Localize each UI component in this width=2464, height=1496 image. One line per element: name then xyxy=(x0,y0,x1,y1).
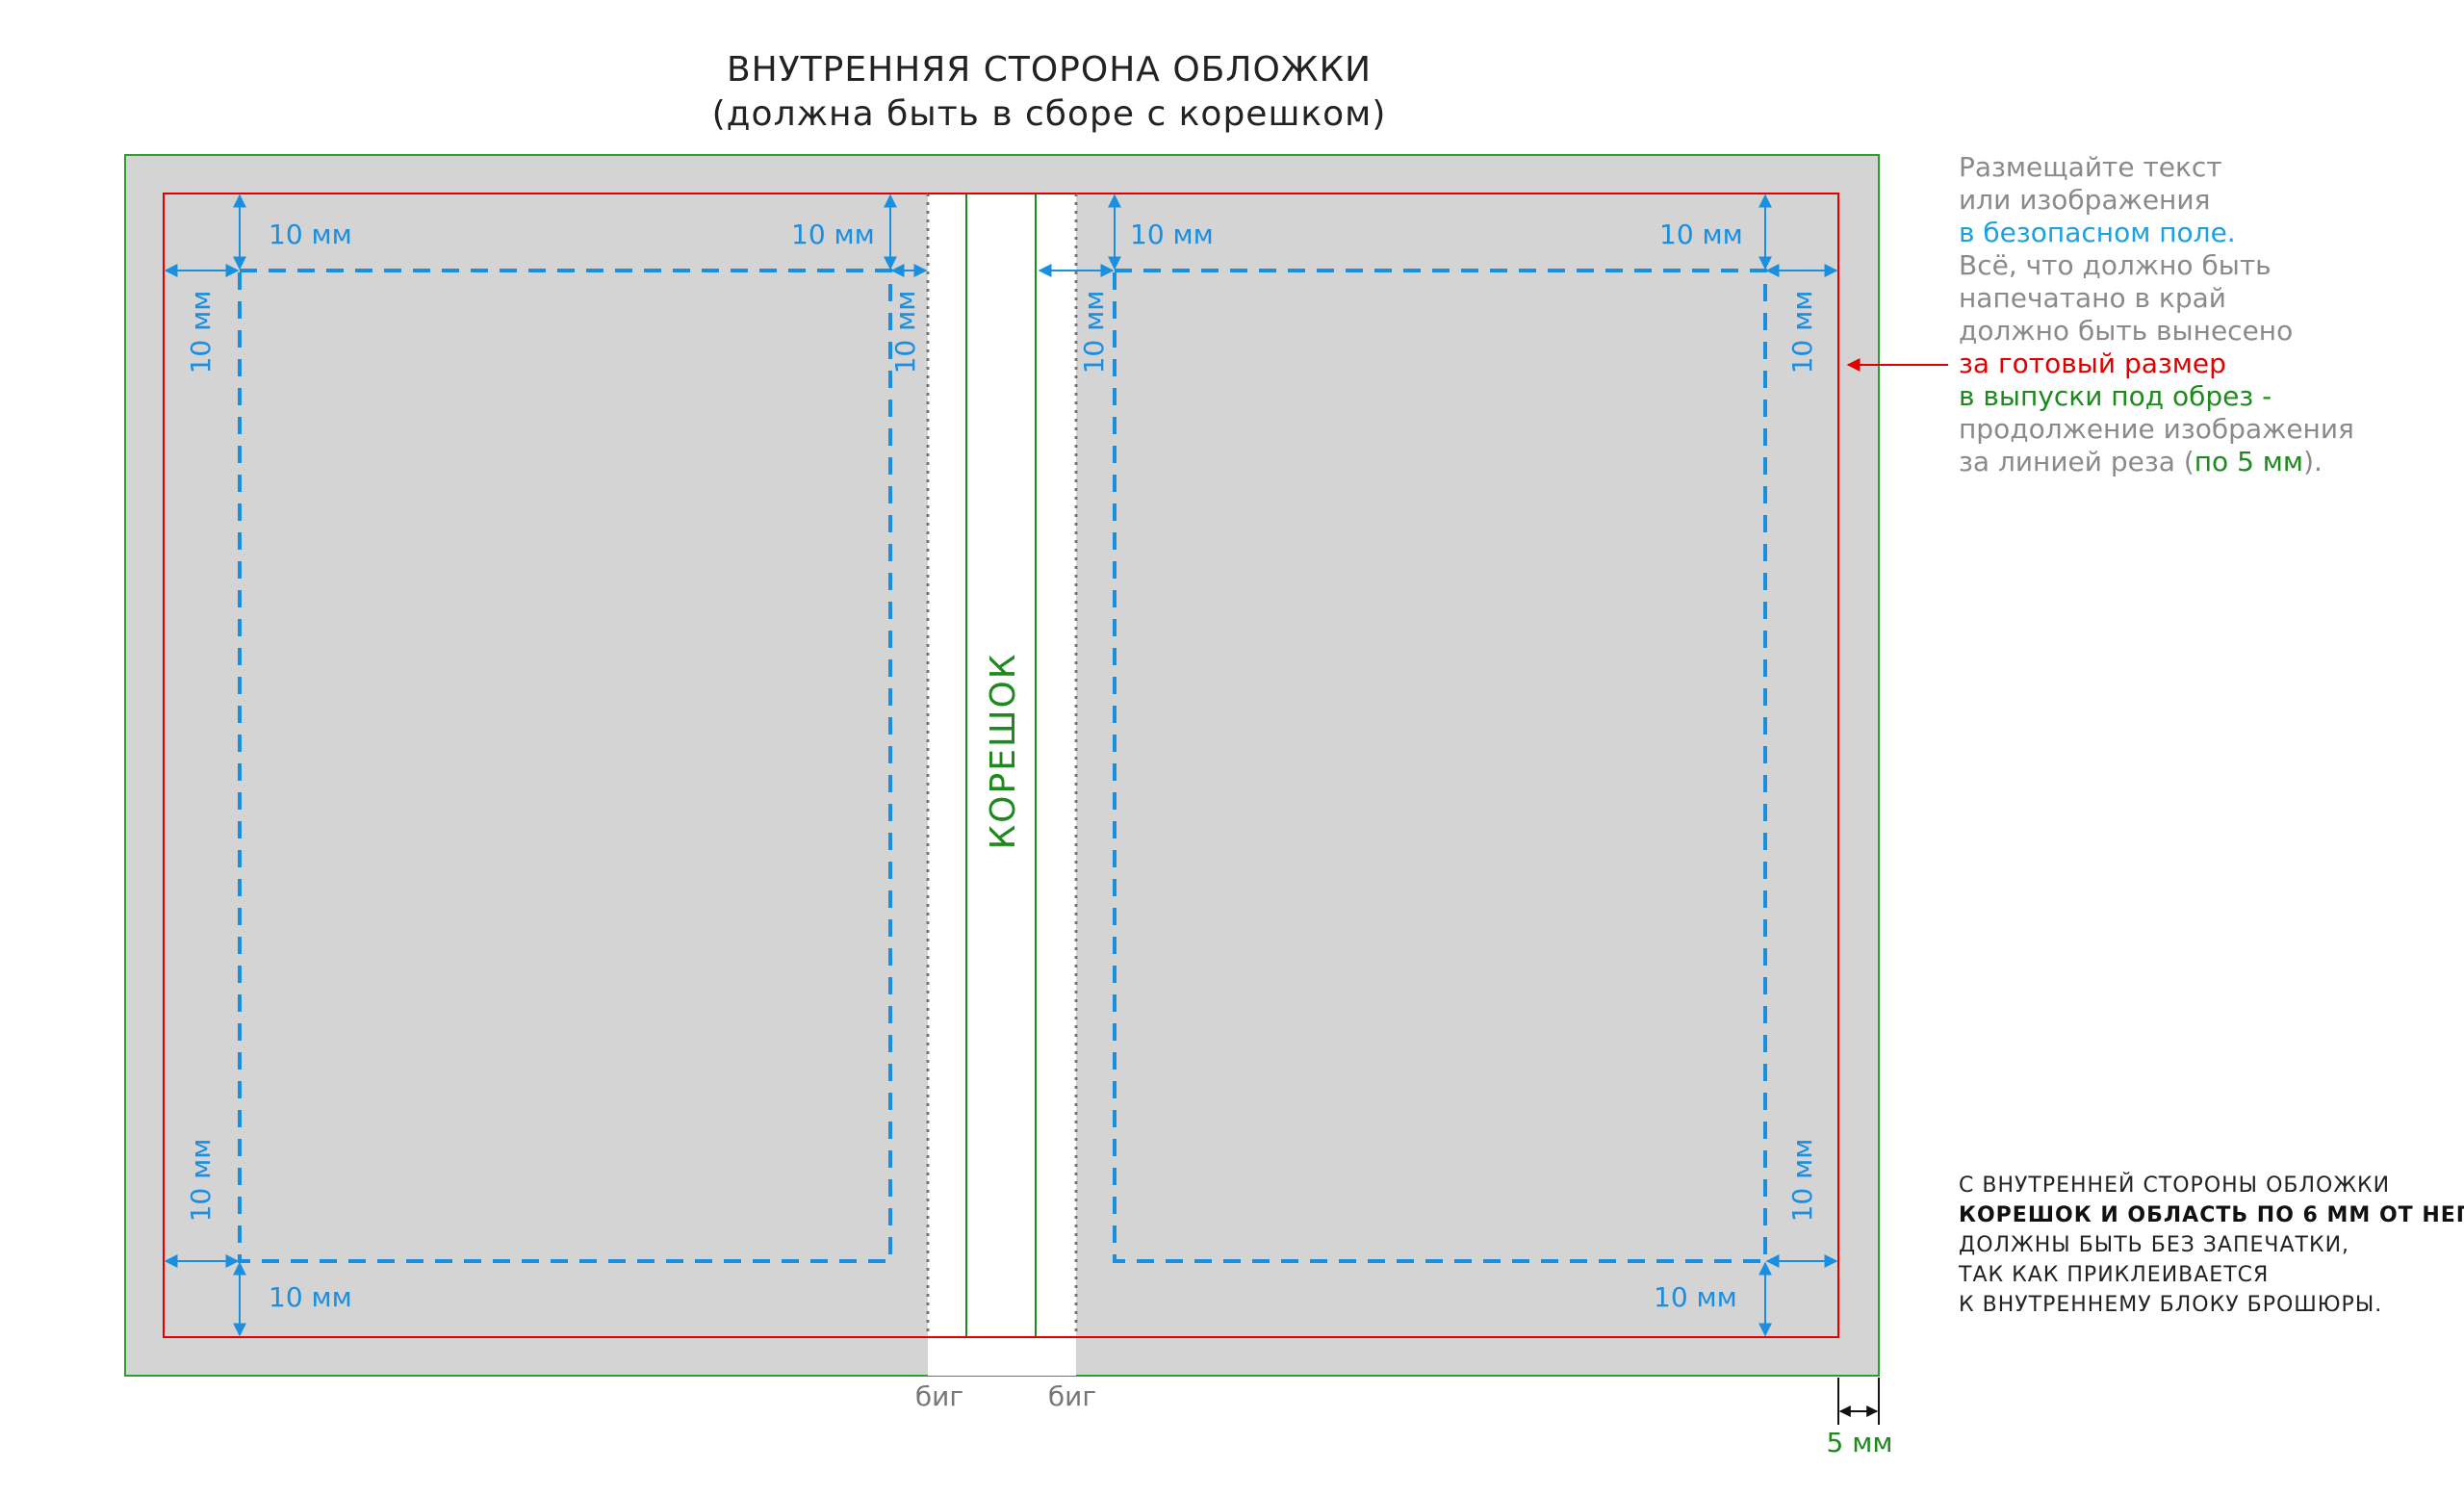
title-line-1: ВНУТРЕННЯЯ СТОРОНА ОБЛОЖКИ xyxy=(727,50,1372,90)
bottom-note-line-2: КОРЕШОК И ОБЛАСТЬ ПО 6 ММ ОТ НЕГО xyxy=(1959,1203,2464,1227)
safe-zone-left xyxy=(238,269,892,1263)
title-line-2: (должна быть в сборе с корешком) xyxy=(712,94,1387,134)
crease-label-right: биг xyxy=(1048,1380,1096,1412)
note-line-6: должно быть вынесено xyxy=(1959,315,2293,347)
dim-label-right-top-right: 10 мм xyxy=(1659,219,1743,250)
safe-zone-right xyxy=(1113,269,1767,1263)
dim-label-right-top: 10 мм xyxy=(1130,219,1214,250)
dim-label-left-side-bottom: 10 мм xyxy=(185,1139,217,1223)
bottom-note-line-1: С ВНУТРЕННЕЙ СТОРОНЫ ОБЛОЖКИ xyxy=(1959,1173,2390,1198)
spine-glue-note: С ВНУТРЕННЕЙ СТОРОНЫ ОБЛОЖКИ КОРЕШОК И О… xyxy=(1958,1173,2464,1317)
note-line-5: напечатано в край xyxy=(1959,282,2226,314)
spine-label: КОРЕШОК xyxy=(984,653,1023,850)
note-line-1: Размещайте текст xyxy=(1959,151,2222,183)
note-line-7: за готовый размер xyxy=(1959,348,2226,379)
note-line-4: Всё, что должно быть xyxy=(1959,249,2272,281)
dim-label-right-side-top: 10 мм xyxy=(1786,291,1818,374)
bottom-note-line-5: К ВНУТРЕННЕМУ БЛОКУ БРОШЮРЫ. xyxy=(1959,1293,2382,1317)
note-line-8: в выпуски под обрез - xyxy=(1959,380,2272,412)
note-line-2: или изображения xyxy=(1959,184,2210,216)
dim-label-left-top-right: 10 мм xyxy=(791,219,875,250)
note-line-9: продолжение изображения xyxy=(1959,413,2354,445)
dim-label-right-side-bottom: 10 мм xyxy=(1786,1139,1818,1223)
dim-label-left-bottom: 10 мм xyxy=(269,1281,352,1313)
instruction-note: Размещайте текст или изображения в безоп… xyxy=(1959,151,2354,477)
bottom-note-line-4: ТАК КАК ПРИКЛЕИВАЕТСЯ xyxy=(1958,1263,2269,1287)
bottom-note-line-3: ДОЛЖНЫ БЫТЬ БЕЗ ЗАПЕЧАТКИ, xyxy=(1959,1233,2349,1257)
dim-label-left-side-top: 10 мм xyxy=(185,291,217,374)
dim-label-left-inner: 10 мм xyxy=(889,291,921,374)
crease-label-left: биг xyxy=(915,1380,963,1412)
dim-label-right-bottom: 10 мм xyxy=(1654,1281,1737,1313)
bleed-measure-label: 5 мм xyxy=(1827,1427,1893,1458)
dimension-arrows xyxy=(164,193,1838,1337)
note-line-3: в безопасном поле. xyxy=(1959,217,2236,248)
note-line-10: за линией реза (по 5 мм). xyxy=(1959,446,2323,477)
dim-label-right-inner: 10 мм xyxy=(1078,291,1110,374)
dim-label-left-top: 10 мм xyxy=(269,219,352,250)
